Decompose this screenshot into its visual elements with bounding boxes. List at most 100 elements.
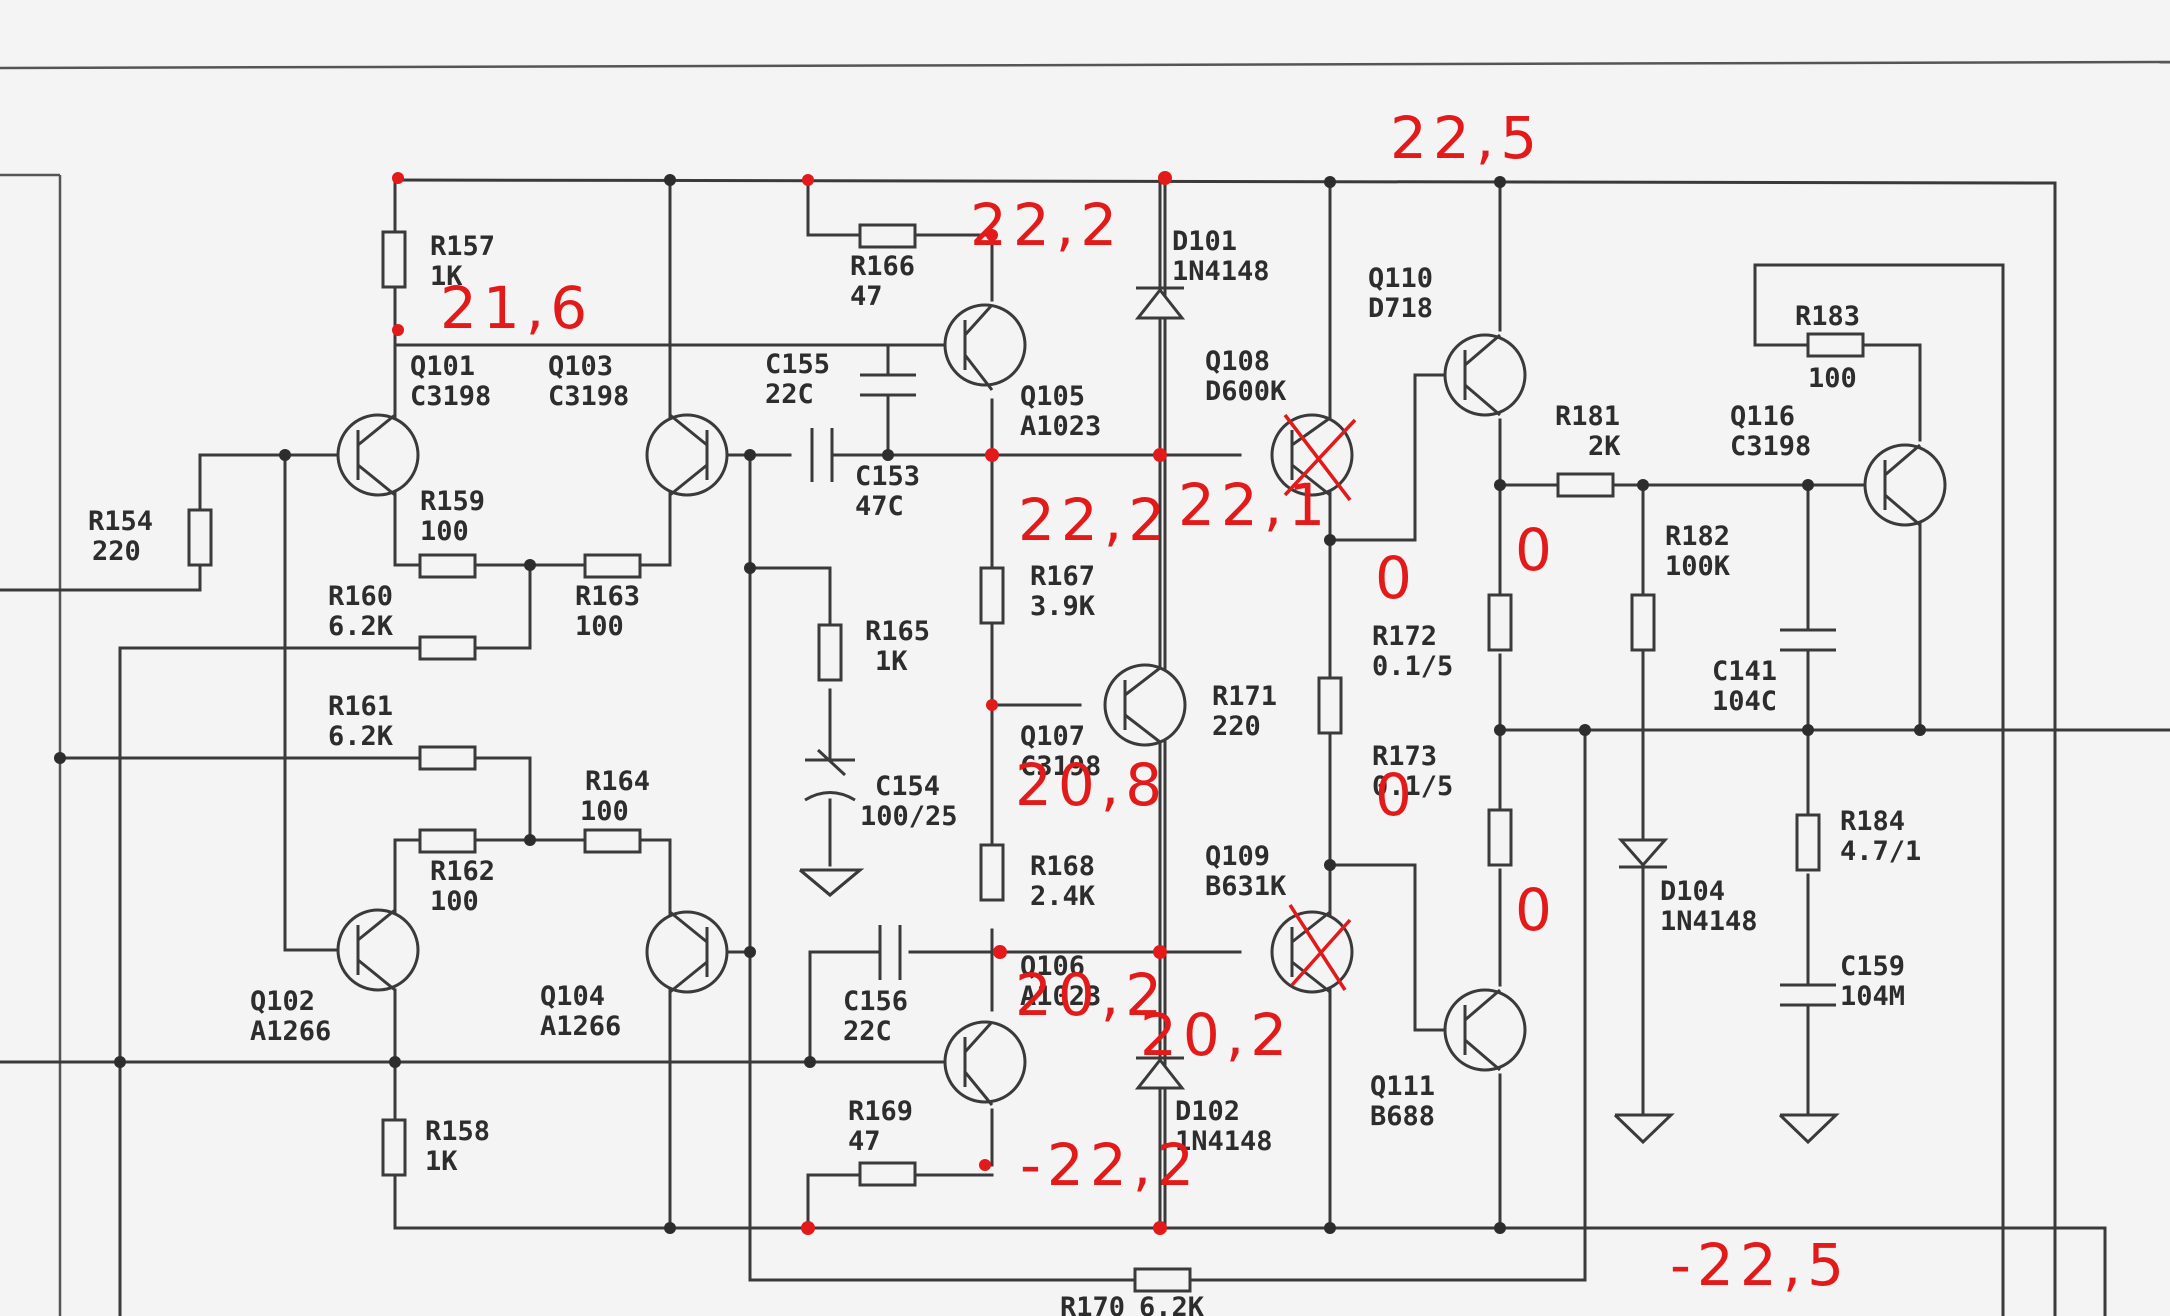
capacitor-c141 [1780, 628, 1836, 652]
resistor-r168 [979, 843, 1005, 902]
resistors [187, 223, 1865, 1293]
ground-c154 [799, 868, 865, 897]
ground-d104 [1613, 1113, 1675, 1145]
annotation-r166-node: 22,2 [970, 191, 1123, 259]
annotation-q106-node-a: 20,2 [1015, 961, 1168, 1029]
transistor-q106 [943, 1020, 1027, 1106]
resistor-r172 [1487, 593, 1513, 652]
transistor-q103 [645, 413, 729, 497]
resistor-r181 [1556, 472, 1615, 498]
diode-d101 [1134, 286, 1186, 320]
voltage-annotations: 22,5 21,6 22,2 22,2 22,1 0 0 20,8 0 0 20… [440, 104, 1850, 1299]
resistor-r183 [1806, 332, 1865, 358]
resistor-r154 [187, 508, 213, 567]
annotation-output-b: 0 [1515, 516, 1558, 584]
transistor-q105 [943, 303, 1027, 391]
annotation-output-c: 0 [1375, 761, 1418, 829]
transistor-q110 [1443, 333, 1527, 417]
annotation-top-rail: 22,5 [1390, 104, 1543, 172]
diode-d102 [1134, 1056, 1186, 1090]
annotation-q108-base: 22,1 [1178, 471, 1331, 539]
resistor-r173 [1487, 808, 1513, 867]
resistor-r169 [858, 1161, 917, 1187]
diodes [1134, 286, 1669, 1090]
resistor-r164 [583, 828, 642, 854]
transistor-q111 [1443, 988, 1527, 1072]
annotation-bottom-rail: -22,5 [1670, 1231, 1850, 1299]
annotation-q101-base: 21,6 [440, 274, 593, 342]
resistor-r184 [1795, 813, 1821, 872]
ground-c159 [1778, 1113, 1840, 1145]
capacitor-c159 [1780, 983, 1836, 1007]
resistor-r166 [858, 223, 917, 249]
transistor-q101 [336, 413, 420, 497]
resistor-r165 [817, 623, 843, 682]
resistor-r157 [381, 230, 407, 289]
annotation-q106-node-b: 20,2 [1140, 1001, 1293, 1069]
resistor-r159 [418, 553, 477, 579]
resistor-r160 [418, 635, 477, 661]
measurement-points [392, 171, 1172, 1235]
transistor-q116 [1863, 443, 1947, 527]
resistor-r162 [418, 828, 477, 854]
diode-d104 [1617, 838, 1669, 869]
annotation-r169-node: -22,2 [1020, 1131, 1200, 1199]
transistor-q104 [645, 910, 729, 994]
transistor-q107 [1103, 663, 1187, 747]
annotation-q105-collector: 22,2 [1018, 486, 1171, 554]
grounds [799, 868, 1840, 1145]
cross-mark-q108 [1283, 413, 1357, 502]
resistor-r158 [381, 1118, 407, 1177]
annotation-output-d: 0 [1515, 876, 1558, 944]
resistor-r163 [583, 553, 642, 579]
resistor-r167 [979, 566, 1005, 625]
junctions [54, 174, 1926, 1234]
resistor-r182 [1630, 593, 1656, 652]
transistor-q102 [336, 908, 420, 992]
resistor-r170 [1133, 1267, 1192, 1293]
